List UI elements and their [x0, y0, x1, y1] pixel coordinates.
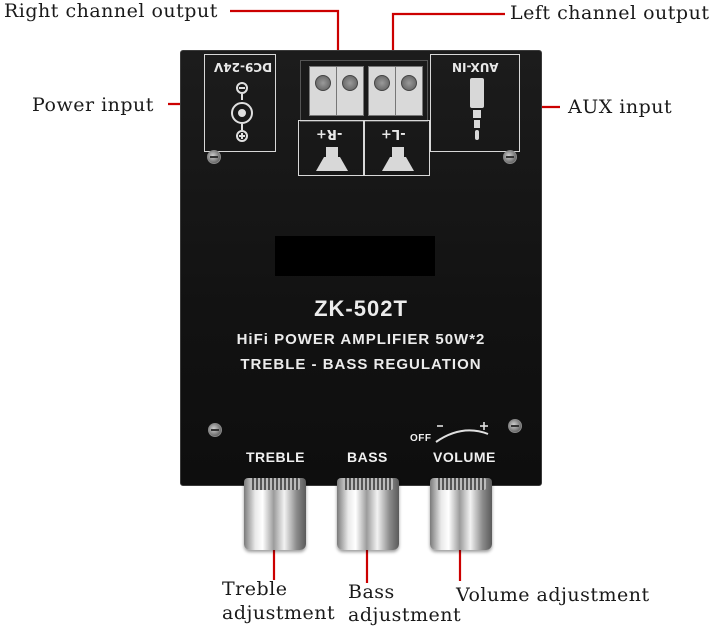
power-input-callout: Power input [32, 94, 154, 116]
model-name: ZK-502T [314, 296, 408, 321]
left-speaker-box [364, 120, 430, 176]
left-speaker-icon [382, 147, 414, 171]
description-line-1: HiFi POWER AMPLIFIER 50W*2 [236, 331, 486, 348]
audio-jack-icon [470, 78, 484, 140]
right-channel-callout: Right channel output [4, 0, 218, 22]
screw-top-left-icon [207, 150, 221, 164]
screw-bottom-left-icon [208, 423, 222, 437]
left-channel-callout: Left channel output [510, 2, 710, 24]
aux-input-box [430, 54, 520, 152]
treble-knob[interactable] [244, 478, 306, 550]
treble-knob-label: TREBLE [246, 449, 305, 465]
volume-knob-label: VOLUME [433, 449, 496, 465]
right-channel-label: -R+ [316, 126, 343, 141]
aux-input-callout: AUX input [568, 96, 673, 118]
treble-callout-line-1: Treble [222, 578, 288, 600]
screw-bottom-right-icon [508, 419, 522, 433]
screw-top-right-icon [503, 150, 517, 164]
bass-callout-line-1: Bass [348, 581, 395, 603]
terminal-l-minus [368, 66, 396, 116]
description-line-2: TREBLE - BASS REGULATION [240, 356, 482, 373]
dc-voltage-label: DC9-24V [214, 60, 273, 74]
terminal-r-plus [336, 66, 364, 116]
volume-arc-icon [435, 422, 489, 443]
power-input-box [204, 54, 276, 152]
bass-knob[interactable] [337, 478, 399, 550]
left-channel-label: -L+ [381, 126, 406, 141]
aux-in-label: AUX-IN [452, 60, 499, 74]
dc-polarity-icon [231, 82, 253, 142]
treble-callout-line-2: adjustment [222, 602, 336, 624]
terminal-l-plus [395, 66, 423, 116]
terminal-r-minus [309, 66, 337, 116]
bass-knob-label: BASS [347, 449, 388, 465]
right-speaker-box [298, 120, 364, 176]
bass-callout-line-2: adjustment [348, 604, 462, 626]
display-window [275, 236, 435, 276]
off-label: OFF [410, 433, 432, 444]
right-speaker-icon [316, 147, 348, 171]
volume-knob[interactable] [430, 478, 492, 550]
volume-callout: Volume adjustment [456, 584, 650, 606]
